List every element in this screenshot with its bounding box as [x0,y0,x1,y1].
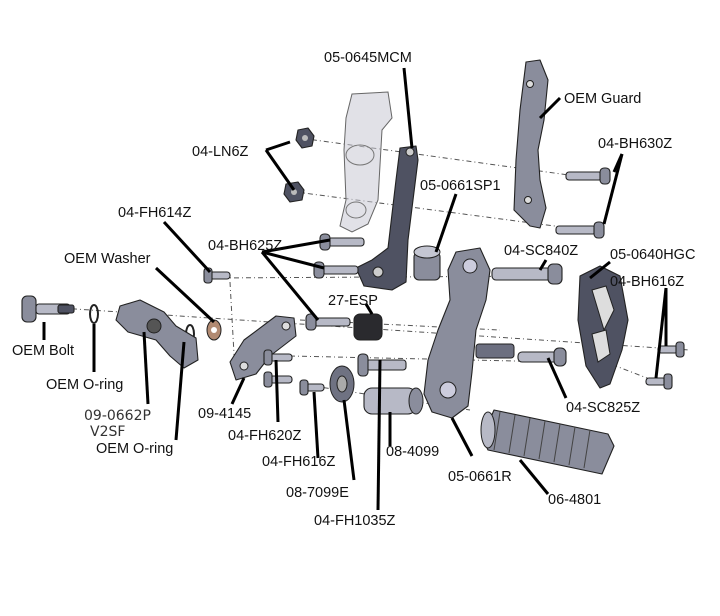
part-sc825z [517,347,567,367]
label-05-0640hgc: 05-0640HGC [610,247,695,263]
part-0640hgc [577,265,629,389]
label-04-sc840z: 04-SC840Z [504,243,578,259]
label-06-4801: 06-4801 [548,492,601,508]
label-oem-guard: OEM Guard [564,91,641,107]
part-0645mcm [355,145,419,291]
part-4145 [229,315,297,381]
label-oem-oring-1: OEM O-ring [46,377,123,393]
part-sc840z [491,263,563,285]
label-08-4099: 08-4099 [386,444,439,460]
linkage-cover-part [339,91,393,233]
part-oem-guard [513,59,549,229]
label-v2sf: V2SF [90,424,125,440]
label-oem-bolt: OEM Bolt [12,343,74,359]
label-04-sc825z: 04-SC825Z [566,400,640,416]
label-08-7099e: 08-7099E [286,485,349,501]
label-04-fh614z: 04-FH614Z [118,205,191,221]
part-fh1035z [357,353,407,377]
label-05-0661r: 05-0661R [448,469,512,485]
label-04-bh625z: 04-BH625Z [208,238,282,254]
label-09-0662p: 09-0662P [84,408,151,424]
label-04-bh616z: 04-BH616Z [610,274,684,290]
label-05-0661sp1: 05-0661SP1 [420,178,501,194]
part-bh630z-bolts [555,167,611,239]
part-7099e [329,365,355,403]
label-oem-washer: OEM Washer [64,251,151,267]
label-05-0645mcm: 05-0645MCM [324,50,412,66]
part-ln6z-nuts [283,127,315,203]
part-4801-footpeg [480,409,615,475]
part-fh616z [299,379,325,396]
part-27esp [353,313,383,341]
label-04-ln6z: 04-LN6Z [192,144,249,160]
label-04-fh1035z: 04-FH1035Z [314,513,396,529]
label-04-fh616z: 04-FH616Z [262,454,335,470]
part-fh614z [203,267,231,284]
part-bh616z-bolts [645,341,685,390]
label-oem-oring-2: OEM O-ring [96,441,173,457]
leader-lines [42,67,668,511]
label-09-4145: 09-4145 [198,406,251,422]
part-4099 [363,387,424,415]
part-oem-bolt [21,295,75,323]
label-04-fh620z: 04-FH620Z [228,428,301,444]
part-0661sp1 [413,245,441,281]
part-oem-washer [206,319,222,341]
label-27-esp: 27-ESP [328,293,378,309]
part-0662p [115,299,199,369]
part-labels: 05-0645MCM OEM Guard 04-LN6Z 04-BH630Z 0… [12,50,695,529]
label-04-bh630z: 04-BH630Z [598,136,672,152]
